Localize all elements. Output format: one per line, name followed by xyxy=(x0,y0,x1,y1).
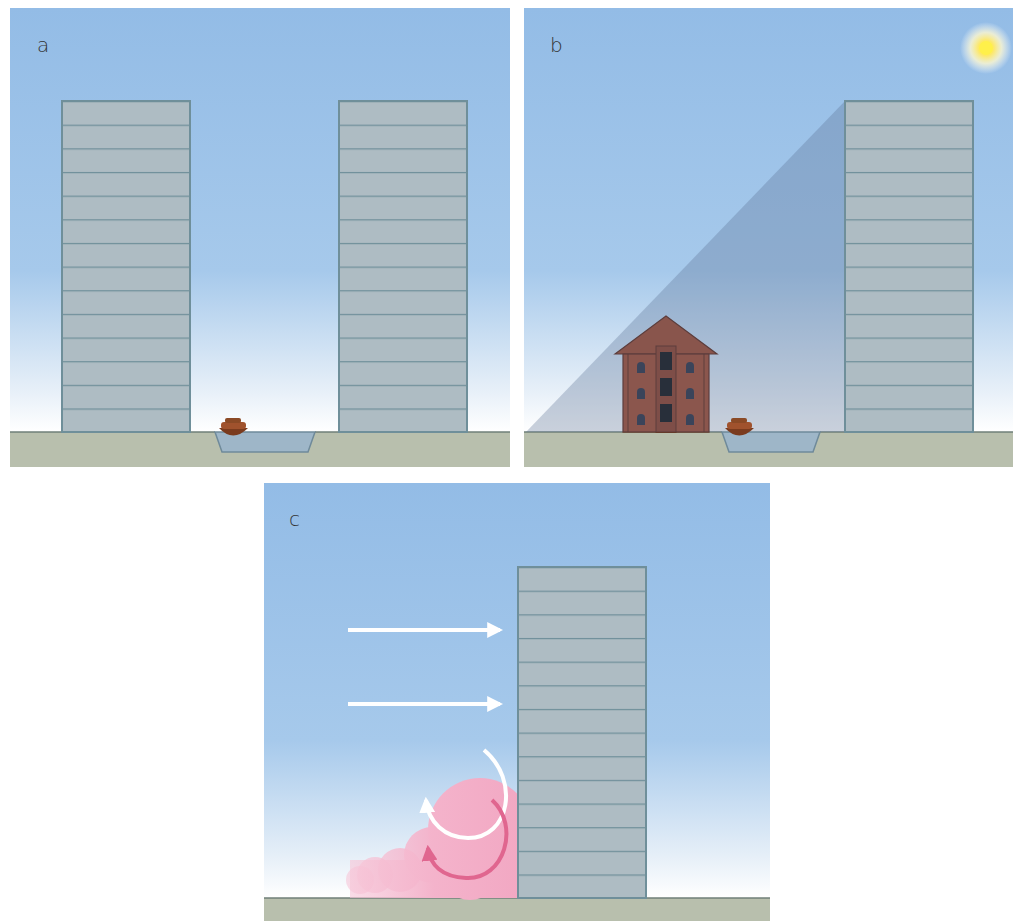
panel-c xyxy=(264,483,770,921)
panel-b xyxy=(524,8,1013,467)
panel-label: b xyxy=(550,33,563,57)
shadow xyxy=(526,101,845,432)
boat xyxy=(725,418,754,436)
panel-a xyxy=(10,8,510,467)
panel-label: a xyxy=(37,33,49,57)
boat xyxy=(219,418,248,436)
panel-label: c xyxy=(289,507,300,531)
